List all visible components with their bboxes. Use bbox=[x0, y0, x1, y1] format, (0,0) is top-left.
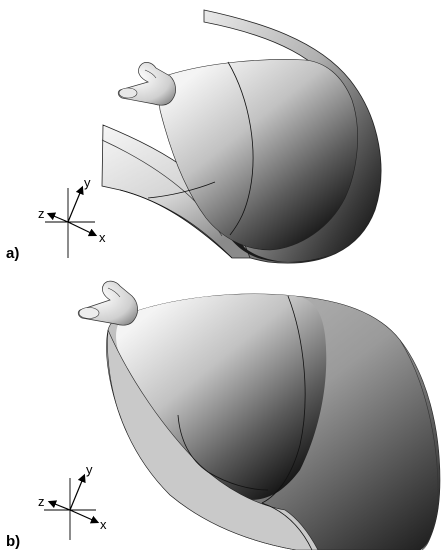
axis-label-z-a: z bbox=[38, 206, 45, 221]
axis-x-arrow-b bbox=[69, 509, 100, 524]
axis-label-z-b: z bbox=[38, 494, 45, 509]
inner-cone-a bbox=[158, 59, 358, 251]
axis-y-arrow-a bbox=[67, 185, 84, 223]
cone-rim-line-b bbox=[261, 295, 306, 504]
nozzle-a bbox=[117, 62, 176, 106]
inner-cone-b bbox=[116, 294, 327, 500]
panel-label-b: b) bbox=[6, 533, 20, 550]
axis-z-arrow-a bbox=[46, 212, 69, 223]
panel-b: y x z b) bbox=[6, 280, 441, 550]
shell-bottom-a bbox=[215, 200, 330, 263]
axis-label-y-a: y bbox=[84, 175, 91, 190]
axis-y-arrow-b bbox=[69, 473, 86, 511]
panel-label-a: a) bbox=[6, 245, 19, 262]
axis-z-arrow-b bbox=[47, 500, 71, 511]
axes-b: y x z bbox=[38, 462, 107, 540]
axis-label-y-b: y bbox=[86, 462, 93, 477]
nozzle-mouth-a bbox=[118, 87, 138, 99]
cone-rim-line2-a bbox=[147, 181, 216, 199]
axis-label-x-b: x bbox=[100, 517, 107, 532]
shell-bottom-edge-b bbox=[261, 502, 313, 550]
right-rim-b bbox=[399, 339, 439, 550]
cone-rim-line2-b bbox=[177, 414, 269, 491]
axis-x-arrow-a bbox=[67, 221, 98, 237]
axis-label-x-a: x bbox=[99, 230, 106, 245]
cone-rim-line-a bbox=[227, 61, 254, 236]
axes-a: y x z bbox=[38, 175, 106, 258]
lower-shell-edge-a bbox=[119, 189, 233, 259]
panel-a: y x z a) bbox=[6, 9, 382, 264]
nozzle-mouth-b bbox=[78, 307, 100, 319]
